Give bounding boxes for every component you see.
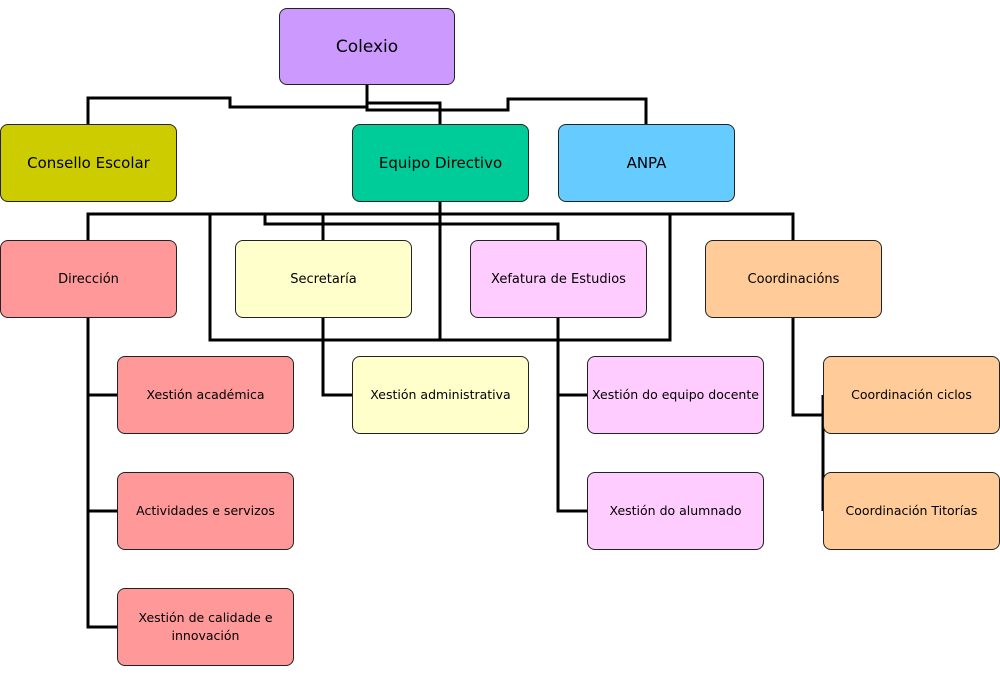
node-anpa: ANPA [558,124,735,202]
edge-direccion-activ [86,395,117,513]
node-secretaria: Secretaría [235,240,412,318]
node-label: Xestión de calidade e innovación [138,609,273,643]
edge-loop-left [208,202,442,342]
node-colexio: Colexio [279,8,455,85]
edge-xefatura-xalumn [556,395,587,513]
edge-equipo-coord [438,202,795,240]
node-label: Xestión do equipo docente [592,386,759,402]
edge-loop-right [440,214,672,342]
edge-colexio-consello [86,85,369,124]
node-label: Dirección [58,271,119,287]
node-label: Secretaría [290,271,357,287]
edge-colexio-anpa [365,85,648,124]
node-label: Colexio [335,36,399,57]
node-coordinacion-ciclos: Coordinación ciclos [823,356,1000,434]
node-xestion-calidade-innovacion: Xestión de calidade e innovación [117,588,294,666]
node-label: ANPA [626,154,667,172]
node-label: Xestión administrativa [370,386,511,402]
edge-secretaria-xadmin [321,318,352,397]
edge-coord-cciclos [791,318,825,417]
node-label: Equipo Directivo [378,154,503,172]
edge-direccion-xcalid [86,511,117,629]
edge-direccion-xacad [86,318,117,397]
node-xestion-academica: Xestión académica [117,356,294,434]
node-label: Xestión académica [146,386,265,402]
node-xefatura-de-estudios: Xefatura de Estudios [470,240,647,318]
node-label: Consello Escolar [27,154,150,172]
node-label: Actividades e servizos [136,502,275,518]
node-equipo-directivo: Equipo Directivo [352,124,529,202]
node-label: Coordinación ciclos [851,386,972,402]
node-xestion-equipo-docente: Xestión do equipo docente [587,356,764,434]
node-label: Xestión do alumnado [609,502,742,518]
node-label: Xefatura de Estudios [491,271,626,287]
node-actividades-servizos: Actividades e servizos [117,472,294,550]
node-direccion: Dirección [0,240,177,318]
node-coordinacions: Coordinacións [705,240,882,318]
edge-colexio-equipo [365,85,442,124]
node-xestion-administrativa: Xestión administrativa [352,356,529,434]
node-consello-escolar: Consello Escolar [0,124,177,202]
connector-group [86,85,825,629]
edge-xefatura-xdocente [556,318,587,397]
node-coordinacion-titorias: Coordinación Titorías [823,472,1000,550]
node-xestion-alumnado: Xestión do alumnado [587,472,764,550]
edge-equipo-xefatura [438,202,560,240]
node-label: Coordinación Titorías [845,502,978,518]
edge-equipo-secretaria [263,202,442,240]
node-label: Coordinacións [747,271,840,287]
